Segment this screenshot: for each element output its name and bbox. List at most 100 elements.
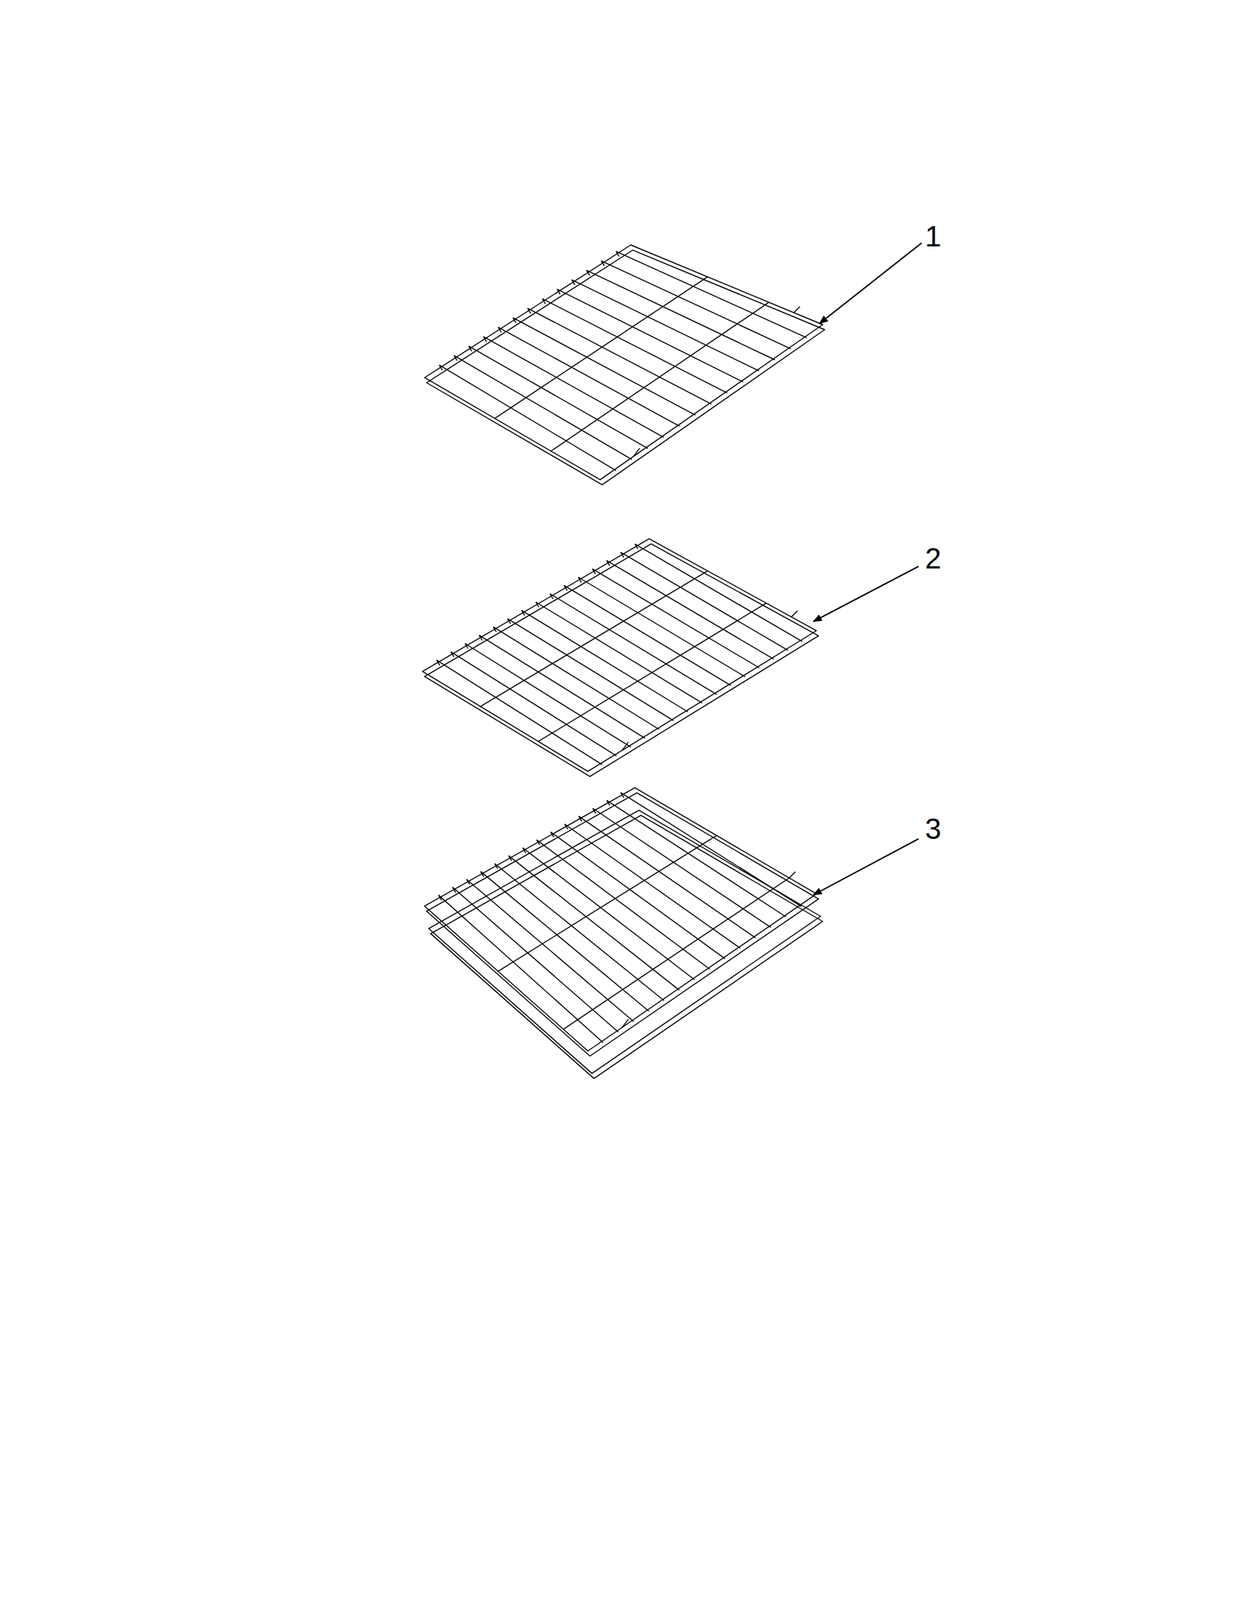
rack-wire (466, 879, 470, 886)
rack-wire (469, 346, 472, 352)
rack-wire (542, 298, 728, 394)
rack-wire (439, 365, 443, 371)
rack-wire (507, 618, 511, 624)
rack-wire (615, 251, 807, 339)
rack-wire (452, 887, 456, 894)
rack-wire (535, 602, 539, 608)
rack-wire (592, 808, 771, 928)
rack-wire (571, 279, 759, 371)
rack-wire (512, 317, 696, 416)
rack-wire (521, 610, 525, 616)
rack-wire (483, 336, 487, 342)
rack-wire (479, 635, 483, 641)
rack-wire (549, 594, 553, 600)
leader-line (819, 242, 922, 324)
rack-wire (439, 365, 616, 471)
rack-wire (536, 839, 540, 846)
rack-crossbar (498, 835, 717, 972)
rack-wire (601, 261, 605, 267)
rack-wire (615, 251, 619, 257)
rack-notch (791, 610, 798, 617)
rack-notch (789, 871, 795, 878)
rack-wire (450, 652, 454, 658)
rack-notch (622, 742, 629, 751)
slide-frame (430, 815, 823, 1080)
rack-wire (527, 308, 531, 314)
rack-wire (466, 879, 635, 1023)
rack-wire (453, 355, 457, 361)
rack-wire (606, 560, 610, 566)
rack-wire (550, 832, 554, 838)
rack-wire (437, 660, 440, 666)
rack-notch (794, 306, 800, 313)
rack-wire (453, 355, 632, 460)
rack-wire (483, 336, 664, 438)
rack-wire (438, 895, 442, 901)
rack-wire (621, 792, 624, 798)
rack-wire (557, 289, 744, 383)
rack-wire (527, 308, 712, 405)
rack-wire (437, 660, 603, 766)
rack-wire (452, 887, 619, 1033)
rack-frame (426, 250, 825, 486)
rack-wire (549, 594, 717, 695)
rack-frame (424, 245, 823, 480)
rack-notch (622, 1019, 629, 1028)
rack-wire (542, 298, 546, 304)
rack-wire (606, 800, 610, 806)
slide-frame (428, 810, 821, 1075)
rack-wire (494, 863, 498, 870)
rack-wire (464, 643, 631, 747)
rack-crossbar (480, 570, 709, 707)
rack-wire (586, 270, 776, 360)
rack-wire (535, 602, 703, 704)
rack-wire (480, 871, 649, 1012)
rack-wire (621, 552, 789, 651)
rack-wire (606, 800, 786, 918)
rack-crossbar (551, 302, 770, 452)
rack-wire (621, 552, 624, 558)
rack-frame (422, 538, 817, 772)
rack-wire (557, 289, 560, 295)
rack-wire (493, 626, 496, 632)
rack-frame (424, 543, 819, 777)
callout-number: 2 (925, 543, 942, 574)
rack-crossbar (538, 603, 767, 742)
rack-wire (522, 847, 526, 854)
rack-wire (438, 895, 603, 1043)
rack-wire (578, 577, 582, 583)
rack-wire (571, 279, 575, 286)
rack-wire (592, 808, 596, 814)
rack-wire (586, 270, 590, 276)
rack-wire (564, 585, 568, 591)
rack-wire (550, 832, 726, 960)
rack-wire (621, 792, 802, 907)
rack-wire (578, 816, 582, 822)
rack-wire (498, 327, 502, 333)
rack-wire (592, 569, 596, 575)
rack-wire (565, 824, 741, 950)
rack-wire (450, 652, 617, 757)
rack-frame (424, 788, 817, 1052)
rack-wire (522, 847, 695, 980)
leader-line (813, 566, 920, 622)
callout-number: 3 (925, 814, 942, 844)
rack-wire (634, 543, 803, 642)
rack-wire (512, 317, 516, 323)
rack-wire (601, 261, 792, 350)
rack-crossbar (494, 277, 707, 419)
rack-wire (469, 346, 648, 449)
rack-wire (634, 543, 638, 550)
leader-line (813, 839, 920, 896)
rack-wire (480, 871, 484, 878)
rack-wire (536, 839, 710, 970)
rack-wire (464, 643, 468, 649)
rack-wire (508, 855, 680, 991)
rack-wire (479, 635, 646, 739)
rack-wire (493, 626, 659, 730)
callout-number: 1 (925, 221, 942, 251)
rack-wire (578, 816, 756, 939)
rack-wire (508, 855, 512, 862)
rack-wire (507, 618, 674, 721)
